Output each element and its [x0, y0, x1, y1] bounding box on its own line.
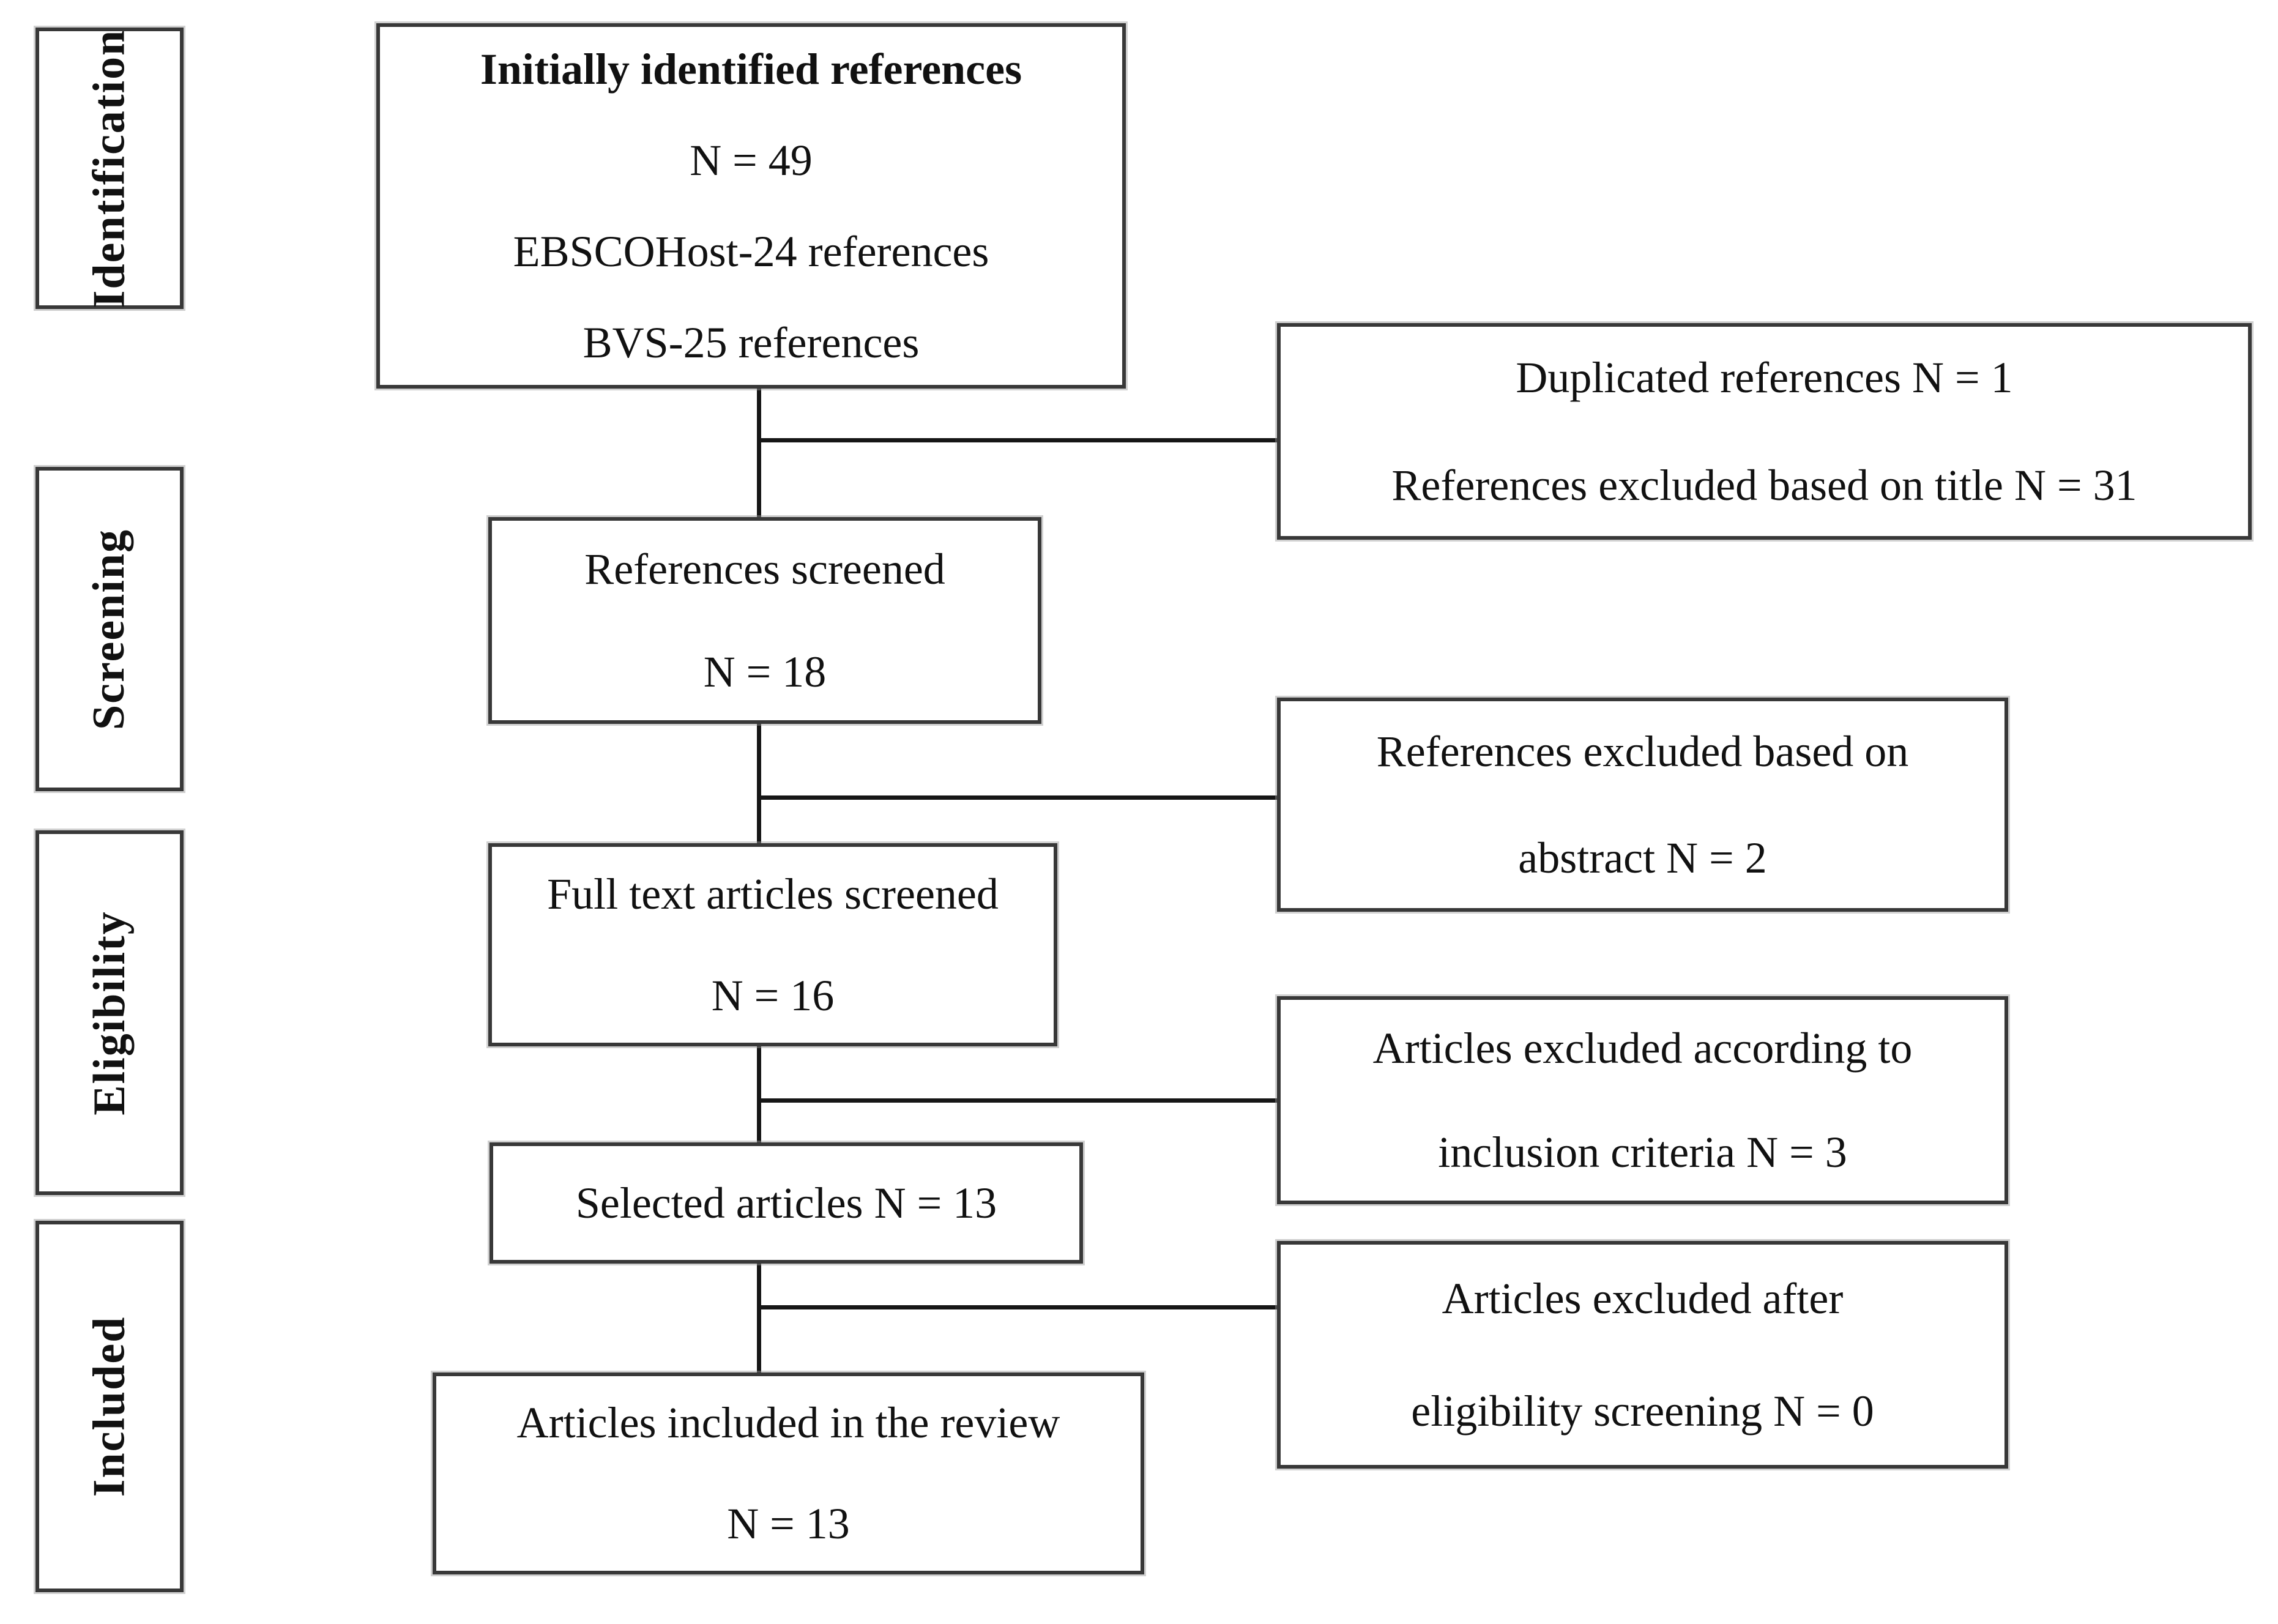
flow-box-line: N = 16	[711, 971, 835, 1020]
branch-to-criteria-exclusions	[757, 1098, 1277, 1103]
flow-box-line: Articles included in the review	[516, 1398, 1060, 1447]
branch-to-eligibility-exclusions	[757, 1305, 1277, 1309]
stage-label-screening: Screening	[84, 528, 135, 730]
stage-label-eligibility: Eligibility	[84, 910, 135, 1116]
flow-box-selected-articles: Selected articles N = 13	[489, 1142, 1083, 1264]
stage-label-included: Included	[84, 1316, 135, 1497]
side-box-line: eligibility screening N = 0	[1411, 1387, 1874, 1436]
branch-to-duplicates	[757, 438, 1277, 442]
side-box-line: inclusion criteria N = 3	[1438, 1128, 1847, 1177]
flow-box-full-text-screened: Full text articles screened N = 16	[488, 843, 1057, 1046]
side-box-eligibility-exclusions: Articles excluded after eligibility scre…	[1277, 1241, 2008, 1469]
stage-box-screening: Screening	[35, 467, 184, 791]
side-box-criteria-exclusions: Articles excluded according to inclusion…	[1277, 996, 2008, 1204]
side-box-line: abstract N = 2	[1518, 833, 1767, 882]
flow-box-line: Full text articles screened	[547, 870, 999, 918]
spine-segment-2	[757, 724, 761, 845]
side-box-line: Articles excluded after	[1442, 1274, 1844, 1323]
flow-box-references-screened: References screened N = 18	[488, 517, 1041, 724]
flow-box-line: Selected articles N = 13	[575, 1178, 997, 1227]
flow-box-line: N = 49	[690, 135, 813, 185]
flow-box-line: BVS-25 references	[583, 318, 920, 367]
stage-box-eligibility: Eligibility	[35, 830, 184, 1195]
flow-box-line: Initially identified references	[480, 44, 1022, 94]
flow-box-line: N = 13	[727, 1499, 850, 1548]
branch-to-abstract-exclusions	[757, 795, 1277, 800]
side-box-line: References excluded based on	[1376, 727, 1909, 776]
flow-box-line: N = 18	[703, 647, 827, 696]
flow-box-initially-identified: Initially identified references N = 49 E…	[376, 23, 1126, 389]
flow-box-line: References screened	[584, 545, 945, 594]
stage-box-included: Included	[35, 1221, 184, 1592]
flow-box-articles-included: Articles included in the review N = 13	[433, 1373, 1144, 1574]
side-box-line: References excluded based on title N = 3…	[1391, 461, 2137, 510]
spine-segment-4	[757, 1264, 761, 1374]
side-box-line: Articles excluded according to	[1372, 1024, 1913, 1073]
flow-box-line: EBSCOHost-24 references	[513, 226, 989, 276]
stage-box-identification: Identification	[35, 28, 184, 309]
side-box-duplicates-title: Duplicated references N = 1 References e…	[1277, 323, 2252, 540]
spine-segment-3	[757, 1046, 761, 1144]
stage-label-identification: Identification	[84, 29, 135, 308]
side-box-abstract-exclusions: References excluded based on abstract N …	[1277, 698, 2008, 912]
side-box-line: Duplicated references N = 1	[1516, 353, 2013, 402]
spine-segment-1	[757, 389, 761, 519]
